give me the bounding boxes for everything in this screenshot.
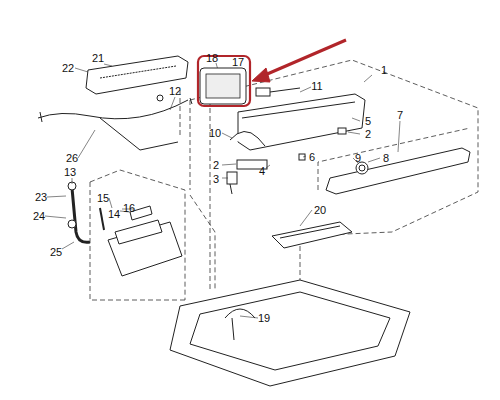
bracket-group xyxy=(68,182,182,276)
base-parts xyxy=(190,292,390,370)
leader-line xyxy=(266,165,270,168)
leader-line xyxy=(62,242,74,249)
callout-number: 1 xyxy=(381,65,387,76)
leader-line xyxy=(352,118,360,121)
leader-line xyxy=(240,316,258,318)
leader-line xyxy=(170,97,175,110)
callout-number: 11 xyxy=(311,81,322,92)
leader-line xyxy=(222,133,232,138)
callout-number: 25 xyxy=(50,247,62,258)
bracket-group xyxy=(68,220,76,228)
leader-line xyxy=(45,63,400,318)
cable xyxy=(157,95,163,101)
bracket-group xyxy=(100,208,104,230)
leader-line xyxy=(364,75,372,82)
base-parts xyxy=(225,309,255,340)
base-parts xyxy=(170,222,410,386)
clip xyxy=(299,154,305,160)
cable xyxy=(40,98,192,122)
console-parts xyxy=(230,184,232,194)
callout-number: 12 xyxy=(169,86,181,97)
cable-26 xyxy=(38,100,188,119)
callout-number: 6 xyxy=(309,152,315,163)
callout-number: 20 xyxy=(314,205,326,216)
callout-number: 17 xyxy=(232,57,244,68)
callout-number: 15 xyxy=(97,193,109,204)
callout-number: 26 xyxy=(66,153,78,164)
base-frame xyxy=(170,280,410,386)
callout-number: 10 xyxy=(209,128,221,139)
highlight-box xyxy=(198,56,250,106)
console-parts xyxy=(270,88,300,92)
leader-line xyxy=(104,64,112,66)
leader-line xyxy=(75,68,88,72)
cable xyxy=(100,118,178,150)
callout-number: 2 xyxy=(365,129,371,140)
leader-line xyxy=(72,178,73,184)
callout-number: 4 xyxy=(259,166,265,177)
leader-line xyxy=(47,196,66,197)
control-board xyxy=(206,74,240,98)
callout-number: 24 xyxy=(33,211,45,222)
knob xyxy=(359,165,365,171)
lid-panel xyxy=(326,148,470,194)
callout-number: 7 xyxy=(397,110,403,121)
leader-line xyxy=(78,130,95,158)
leader-line xyxy=(45,216,66,218)
leader-line xyxy=(222,178,228,179)
callout-number: 21 xyxy=(92,53,104,64)
wire-harness xyxy=(230,131,265,146)
callout-number: 18 xyxy=(206,53,218,64)
leader-line xyxy=(398,121,400,152)
callout-number: 14 xyxy=(108,209,120,220)
pointer-arrow xyxy=(258,40,346,78)
callout-number: 19 xyxy=(258,313,270,324)
callout-number: 2 xyxy=(213,160,219,171)
leader-line xyxy=(348,132,360,134)
console-parts xyxy=(100,66,176,78)
base-parts xyxy=(280,226,340,238)
group-outline xyxy=(180,90,181,135)
callout-number: 5 xyxy=(365,116,371,127)
callout-number: 13 xyxy=(64,167,76,178)
callout-number: 22 xyxy=(62,63,74,74)
control-board xyxy=(200,68,246,104)
knob xyxy=(356,162,368,174)
bracket-group xyxy=(115,220,162,244)
highlight-annotation xyxy=(198,40,346,106)
leader-line xyxy=(300,210,312,226)
cable xyxy=(38,95,192,150)
dispenser xyxy=(272,222,352,248)
callout-number: 8 xyxy=(383,153,389,164)
console-parts xyxy=(242,102,355,118)
callout-number: 3 xyxy=(213,174,219,185)
leader-line xyxy=(303,156,306,157)
callout-number: 9 xyxy=(355,153,361,164)
hose xyxy=(72,188,90,242)
screw xyxy=(227,172,237,184)
callout-number: 16 xyxy=(123,203,135,214)
connector xyxy=(256,88,270,96)
group-outline xyxy=(190,60,478,236)
clip xyxy=(338,128,346,134)
leader-line xyxy=(109,198,112,208)
leader-line xyxy=(368,158,380,162)
callout-number: 23 xyxy=(35,192,47,203)
leader-line xyxy=(222,164,236,165)
leader-line xyxy=(300,87,311,92)
group-outline xyxy=(190,195,215,290)
group-outline xyxy=(90,170,185,300)
pointer-arrow xyxy=(252,68,270,82)
console-parts xyxy=(86,56,470,194)
group-outline xyxy=(90,60,478,300)
